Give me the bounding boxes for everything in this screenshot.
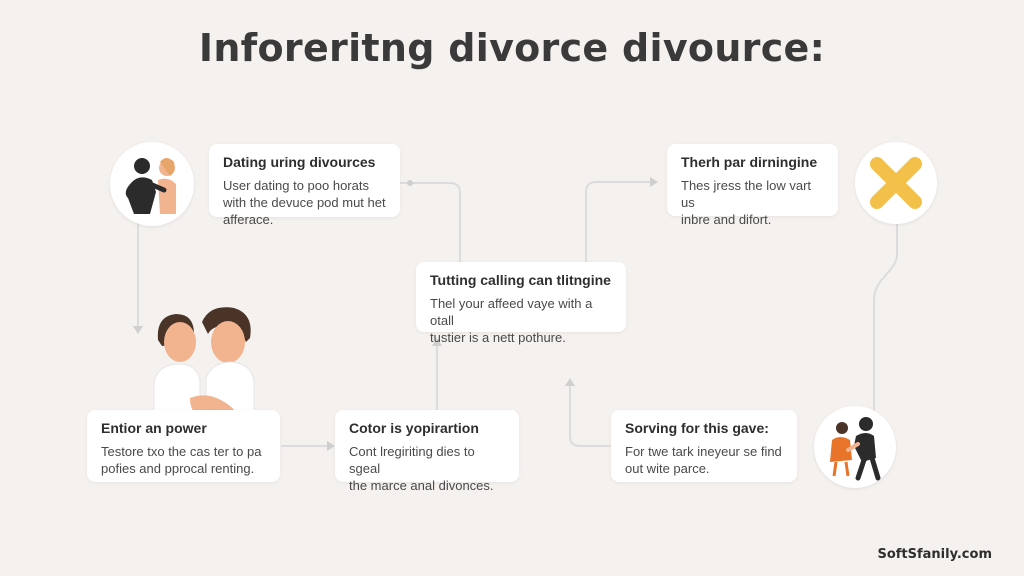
diagram-title: Inforeritng divorce divource: bbox=[198, 26, 826, 70]
step-card-tutting: Tutting calling can tlitngine Thel your … bbox=[416, 262, 626, 345]
couple-walking-icon bbox=[814, 406, 896, 488]
step-title: Therh par dirningine bbox=[681, 154, 818, 170]
connector-card3-card2 bbox=[585, 181, 656, 263]
connector-xmark-down bbox=[873, 221, 898, 411]
arrowhead-right-2 bbox=[650, 177, 658, 187]
arrowhead-right-3 bbox=[327, 441, 335, 451]
step-description: Thel your affeed vaye with a otall tusti… bbox=[430, 296, 593, 345]
step-card-cotor: Cotor is yopirartion Cont lregiriting di… bbox=[335, 410, 519, 493]
connector-card1-card3 bbox=[399, 182, 461, 263]
x-mark-icon bbox=[855, 142, 937, 224]
step-description: User dating to poo horats with the devuc… bbox=[223, 178, 386, 227]
step-title: Tutting calling can tlitngine bbox=[430, 272, 611, 288]
site-watermark: SoftSfanily.com bbox=[877, 547, 992, 562]
step-description: Thes jress the low vart us inbre and dif… bbox=[681, 178, 812, 227]
step-description: Cont lregiriting dies to sgeal the marce… bbox=[349, 444, 494, 493]
step-title: Sorving for this gave: bbox=[625, 420, 769, 436]
step-card-sorving: Sorving for this gave: For twe tark iney… bbox=[611, 410, 797, 482]
step-description: For twe tark ineyeur se find out wite pa… bbox=[625, 444, 782, 476]
connector-card6-up bbox=[569, 379, 611, 447]
arrow-dot-1 bbox=[407, 180, 413, 186]
step-title: Entior an power bbox=[101, 420, 207, 436]
step-card-dating: Dating uring divources User dating to po… bbox=[209, 144, 400, 227]
step-description: Testore txo the cas ter to pa pofies and… bbox=[101, 444, 262, 476]
couple-embracing-illustration bbox=[150, 302, 260, 428]
arrowhead-down-1 bbox=[133, 326, 143, 334]
arrowhead-up-5 bbox=[565, 378, 575, 386]
step-title: Cotor is yopirartion bbox=[349, 420, 479, 436]
step-title: Dating uring divources bbox=[223, 154, 376, 170]
step-card-therh: Therh par dirningine Thes jress the low … bbox=[667, 144, 838, 227]
couple-dancing-icon bbox=[110, 142, 194, 226]
step-card-entior: Entior an power Testore txo the cas ter … bbox=[87, 410, 280, 482]
